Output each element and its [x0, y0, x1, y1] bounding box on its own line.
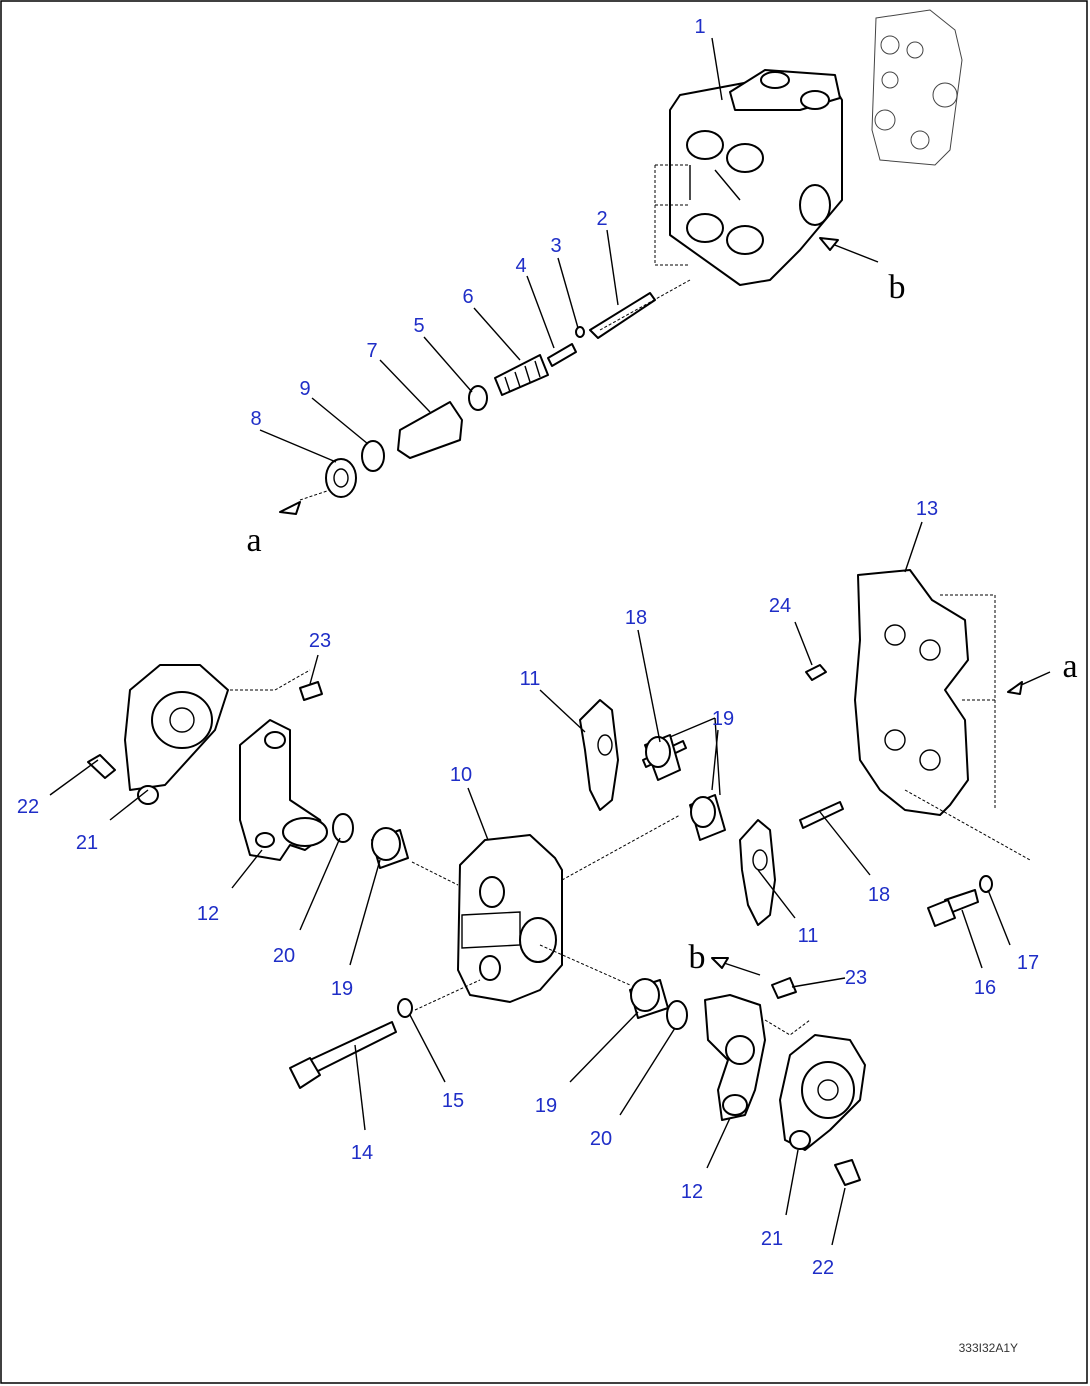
reference-view-ghost	[871, 9, 963, 166]
callout-3: 3	[550, 235, 561, 257]
callout-22-right: 22	[812, 1257, 834, 1279]
callout-15: 15	[442, 1090, 464, 1112]
callout-19-left: 19	[331, 978, 353, 1000]
callout-21-left: 21	[76, 832, 98, 854]
washer-17	[979, 875, 993, 893]
long-bolt	[289, 1021, 397, 1089]
callout-18-lower: 18	[868, 884, 890, 906]
nut	[361, 440, 385, 472]
callout-18-upper: 18	[625, 607, 647, 629]
callout-12-left: 12	[197, 903, 219, 925]
bolt-22-right	[834, 1159, 861, 1186]
center-body	[411, 814, 681, 1011]
callout-11-lower: 11	[798, 925, 819, 947]
callout-7: 7	[366, 340, 377, 362]
callout-11-upper: 11	[520, 668, 541, 690]
callout-13: 13	[916, 498, 938, 520]
bushing-left	[371, 827, 409, 869]
callout-23-right: 23	[845, 967, 867, 989]
view-letter-b-top: b	[889, 269, 906, 306]
view-letter-b-mid: b	[689, 939, 706, 976]
callout-12-right: 12	[681, 1181, 703, 1203]
left-bracket	[239, 719, 328, 861]
callout-20-left: 20	[273, 945, 295, 967]
callout-24: 24	[769, 595, 791, 617]
lever-upper	[579, 699, 619, 811]
plug	[325, 458, 357, 498]
callout-21-right: 21	[761, 1228, 783, 1250]
callout-14: 14	[351, 1142, 373, 1164]
o-ring-right	[666, 1000, 688, 1030]
ball	[575, 326, 585, 338]
callout-22-left: 22	[17, 796, 39, 818]
callout-9: 9	[299, 378, 310, 400]
callout-4: 4	[515, 255, 526, 277]
callout-17: 17	[1017, 952, 1039, 974]
pin-23-left	[299, 681, 323, 701]
callout-16: 16	[974, 977, 996, 999]
washer-15	[397, 998, 413, 1018]
bolt-22-left	[87, 754, 116, 779]
left-cover	[124, 664, 311, 805]
callout-5: 5	[413, 315, 424, 337]
right-bracket	[704, 994, 766, 1121]
callout-10: 10	[450, 764, 472, 786]
plunger	[397, 401, 463, 459]
right-cover	[764, 1019, 866, 1151]
bushing-lower	[629, 978, 669, 1019]
view-letter-a-left: a	[246, 522, 261, 559]
callout-6: 6	[462, 286, 473, 308]
retainer	[468, 385, 488, 411]
view-letter-a-right: a	[1062, 648, 1077, 685]
valve-body	[654, 69, 843, 286]
small-spring	[547, 343, 577, 367]
callout-19-lower: 19	[535, 1095, 557, 1117]
callout-19-right: 19	[712, 708, 734, 730]
callout-8: 8	[250, 408, 261, 430]
bushings-right	[644, 717, 726, 841]
o-ring-left	[332, 813, 354, 843]
callout-20-right: 20	[590, 1128, 612, 1150]
short-bolt	[927, 889, 979, 927]
lever-lower	[739, 819, 776, 926]
drawing-code: 333I32A1Y	[959, 1341, 1018, 1355]
spool-assembly	[279, 279, 691, 515]
leader-lines	[49, 37, 1011, 1246]
spool	[589, 292, 656, 339]
callout-23-left: 23	[309, 630, 331, 652]
gasket-plate	[854, 569, 1051, 861]
dowel-pin	[805, 664, 827, 681]
view-letters: b a a b	[246, 269, 1077, 976]
callout-1: 1	[694, 16, 705, 38]
callout-2: 2	[596, 208, 607, 230]
arrow-b-top	[819, 237, 839, 251]
pin-23-right	[771, 977, 797, 999]
callout-labels: 1 2 3 4 5 6 7 8 9 13 24 18 11 19 23 22 2…	[17, 16, 1039, 1279]
arrow-b-mid	[711, 957, 729, 969]
